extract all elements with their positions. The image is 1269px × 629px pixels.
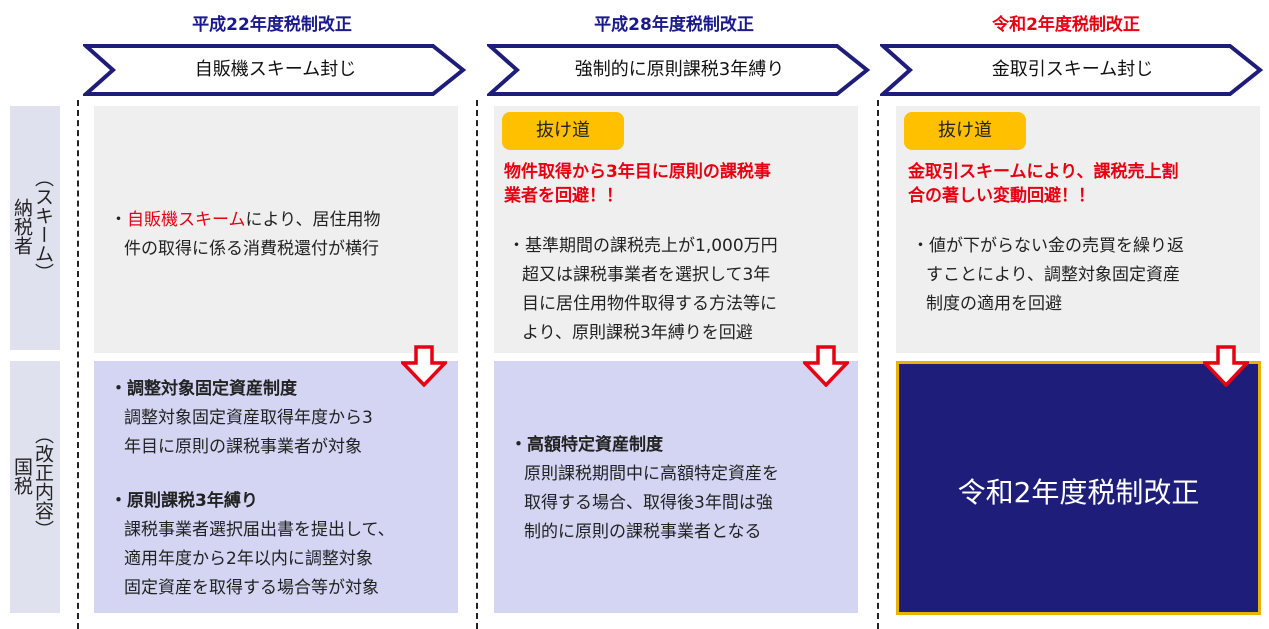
h22-scheme-text: ・自販機スキームにより、居住用物 件の取得に係る消費税還付が横行	[110, 206, 450, 264]
h22-scheme-rest-2: 件の取得に係る消費税還付が横行	[124, 239, 379, 259]
bullet: ・	[110, 379, 127, 399]
three-year-line1: 課税事業者選択届出書を提出して、	[124, 520, 395, 540]
r2-loophole-headline: 金取引スキームにより、課税売上割 合の著しい変動回避！！	[908, 162, 1179, 206]
chevron-shape	[880, 44, 1264, 96]
three-year-title: 原則課税3年縛り	[127, 491, 258, 511]
separator-mid	[476, 100, 478, 629]
row-label-nta-sub: （改正内容）	[32, 425, 54, 539]
r2-reform-title: 令和2年度税制改正	[957, 476, 1200, 509]
adjust-asset-line2: 年目に原則の課税事業者が対象	[124, 437, 362, 457]
loophole-badge: 抜け道	[502, 112, 624, 150]
bullet: ・	[912, 236, 929, 256]
h22-scheme-rest-1: により、居住用物	[245, 210, 381, 230]
h28-reform-text: ・高額特定資産制度 原則課税期間中に高額特定資産を 取得する場合、取得後3年間は…	[510, 435, 779, 542]
row-label-taxpayer: （スキーム） 納税者	[10, 106, 60, 350]
banner-label: 金取引スキーム封じ	[991, 59, 1154, 80]
r2-scheme-box: 抜け道 金取引スキームにより、課税売上割 合の著しい変動回避！！ ・値が下がらな…	[896, 106, 1260, 353]
r2-scheme-text: ・値が下がらない金の売買を繰り返 すことにより、調整対象固定資産 制度の適用を回…	[912, 236, 1184, 314]
loophole-badge: 抜け道	[904, 112, 1026, 150]
chevron-shape	[83, 44, 467, 96]
banner-vending-scheme: 自販機スキーム封じ	[83, 43, 468, 97]
h28-scheme-box: 抜け道 物件取得から3年目に原則の課税事 業者を回避！！ ・基準期間の課税売上が…	[494, 106, 858, 353]
h28-loophole-headline: 物件取得から3年目に原則の課税事 業者を回避！！	[504, 162, 771, 206]
adjust-asset-line1: 調整対象固定資産取得年度から3	[124, 408, 373, 428]
chevron-shape	[487, 44, 871, 96]
three-year-line3: 固定資産を取得する場合等が対象	[124, 578, 379, 598]
row-label-nta: （改正内容） 国税	[10, 361, 60, 613]
banner-forced-3year: 強制的に原則課税3年縛り	[487, 43, 872, 97]
vending-scheme-term: 自販機スキーム	[127, 210, 246, 230]
three-year-line2: 適用年度から2年以内に調整対象	[124, 549, 373, 569]
h22-reform-box: ・調整対象固定資産制度 調整対象固定資産取得年度から3 年目に原則の課税事業者が…	[94, 361, 458, 613]
down-arrow-icon	[803, 345, 849, 387]
bullet: ・	[508, 236, 525, 256]
era-heading-h22: 平成22年度税制改正	[192, 15, 352, 35]
bullet: ・	[110, 210, 127, 230]
banner-gold-scheme: 金取引スキーム封じ	[880, 43, 1265, 97]
r2-reform-box: 令和2年度税制改正	[896, 361, 1261, 615]
h28-reform-box: ・高額特定資産制度 原則課税期間中に高額特定資産を 取得する場合、取得後3年間は…	[494, 361, 858, 613]
era-heading-h28: 平成28年度税制改正	[594, 15, 754, 35]
down-arrow-icon	[401, 345, 447, 387]
separator-right	[877, 100, 879, 629]
banner-label: 強制的に原則課税3年縛り	[574, 59, 785, 80]
bullet: ・	[510, 435, 527, 455]
h22-reform-text-2: ・原則課税3年縛り 課税事業者選択届出書を提出して、 適用年度から2年以内に調整…	[110, 487, 455, 603]
h28-scheme-text: ・基準期間の課税売上が1,000万円 超又は課税事業者を選択して3年 目に居住用…	[508, 236, 778, 343]
separator-left	[77, 100, 79, 629]
era-heading-r2: 令和2年度税制改正	[992, 15, 1140, 35]
bullet: ・	[110, 491, 127, 511]
h22-scheme-box: ・自販機スキームにより、居住用物 件の取得に係る消費税還付が横行	[94, 106, 458, 353]
h22-reform-text: ・調整対象固定資産制度 調整対象固定資産取得年度から3 年目に原則の課税事業者が…	[110, 375, 455, 462]
banner-label: 自販機スキーム封じ	[194, 59, 357, 80]
high-value-asset-title: 高額特定資産制度	[527, 435, 663, 455]
row-label-taxpayer-sub: （スキーム）	[32, 168, 54, 282]
adjust-asset-title: 調整対象固定資産制度	[127, 379, 297, 399]
row-label-nta-main: 国税	[11, 457, 33, 495]
down-arrow-icon	[1203, 345, 1249, 387]
row-label-taxpayer-main: 納税者	[11, 198, 33, 255]
